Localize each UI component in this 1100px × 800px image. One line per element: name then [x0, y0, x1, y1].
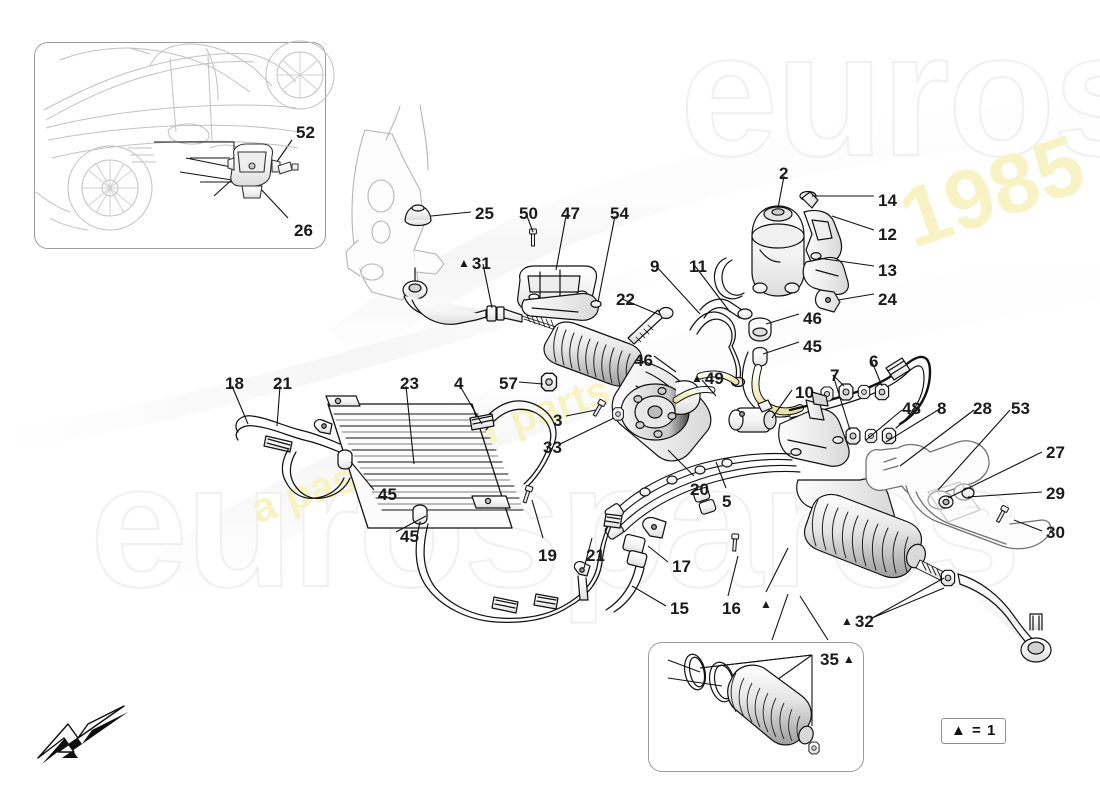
callout-28: 28 [973, 399, 992, 418]
callout-57: 57 [499, 374, 518, 393]
callout-25: 25 [475, 204, 494, 223]
callout-24: 24 [878, 290, 897, 309]
callout-32: 32 [841, 613, 874, 630]
callout-31: 31 [458, 255, 491, 272]
callout-46a: 46 [634, 351, 653, 370]
callout-5: 5 [722, 492, 732, 511]
callout-tri-rack [760, 596, 774, 613]
callout-23: 23 [400, 374, 419, 393]
callout-54: 54 [610, 204, 629, 223]
callout-29: 29 [1046, 484, 1065, 503]
vehicle-location-inset [34, 42, 326, 249]
callout-2: 2 [779, 164, 789, 183]
callout-8: 8 [937, 399, 947, 418]
callout-17: 17 [672, 557, 691, 576]
callout-45c: 45 [378, 485, 397, 504]
callout-49: 49 [691, 370, 724, 387]
callout-21b: 21 [586, 546, 605, 565]
callout-18: 18 [225, 374, 244, 393]
callout-47: 47 [561, 204, 580, 223]
callout-52: 52 [296, 123, 315, 142]
callout-4: 4 [454, 374, 464, 393]
callout-14: 14 [878, 191, 897, 210]
callout-12: 12 [878, 225, 897, 244]
callout-35: 35 [820, 651, 855, 668]
callout-53: 53 [1011, 399, 1030, 418]
callout-22: 22 [616, 290, 635, 309]
callout-50: 50 [519, 204, 538, 223]
callout-20: 20 [690, 480, 709, 499]
steering-boot-kit-inset [648, 642, 864, 772]
callout-30: 30 [1046, 523, 1065, 542]
callout-19: 19 [538, 546, 557, 565]
callout-13: 13 [878, 261, 897, 280]
legend-box: ▲ = 1 [941, 718, 1007, 744]
callout-48: 48 [902, 399, 921, 418]
callout-27: 27 [1046, 443, 1065, 462]
callout-26: 26 [294, 221, 313, 240]
callout-9: 9 [650, 257, 660, 276]
callout-33: 33 [543, 438, 562, 457]
callout-3: 3 [553, 411, 563, 430]
callout-10: 10 [795, 383, 814, 402]
callout-21a: 21 [273, 374, 292, 393]
callout-11: 11 [689, 257, 707, 276]
callout-15: 15 [670, 599, 689, 618]
callout-7: 7 [830, 366, 840, 385]
callout-45d: 45 [400, 527, 419, 546]
callout-6: 6 [869, 352, 879, 371]
callout-45b: 45 [803, 337, 822, 356]
callout-16: 16 [722, 599, 741, 618]
callout-46b: 46 [803, 309, 822, 328]
